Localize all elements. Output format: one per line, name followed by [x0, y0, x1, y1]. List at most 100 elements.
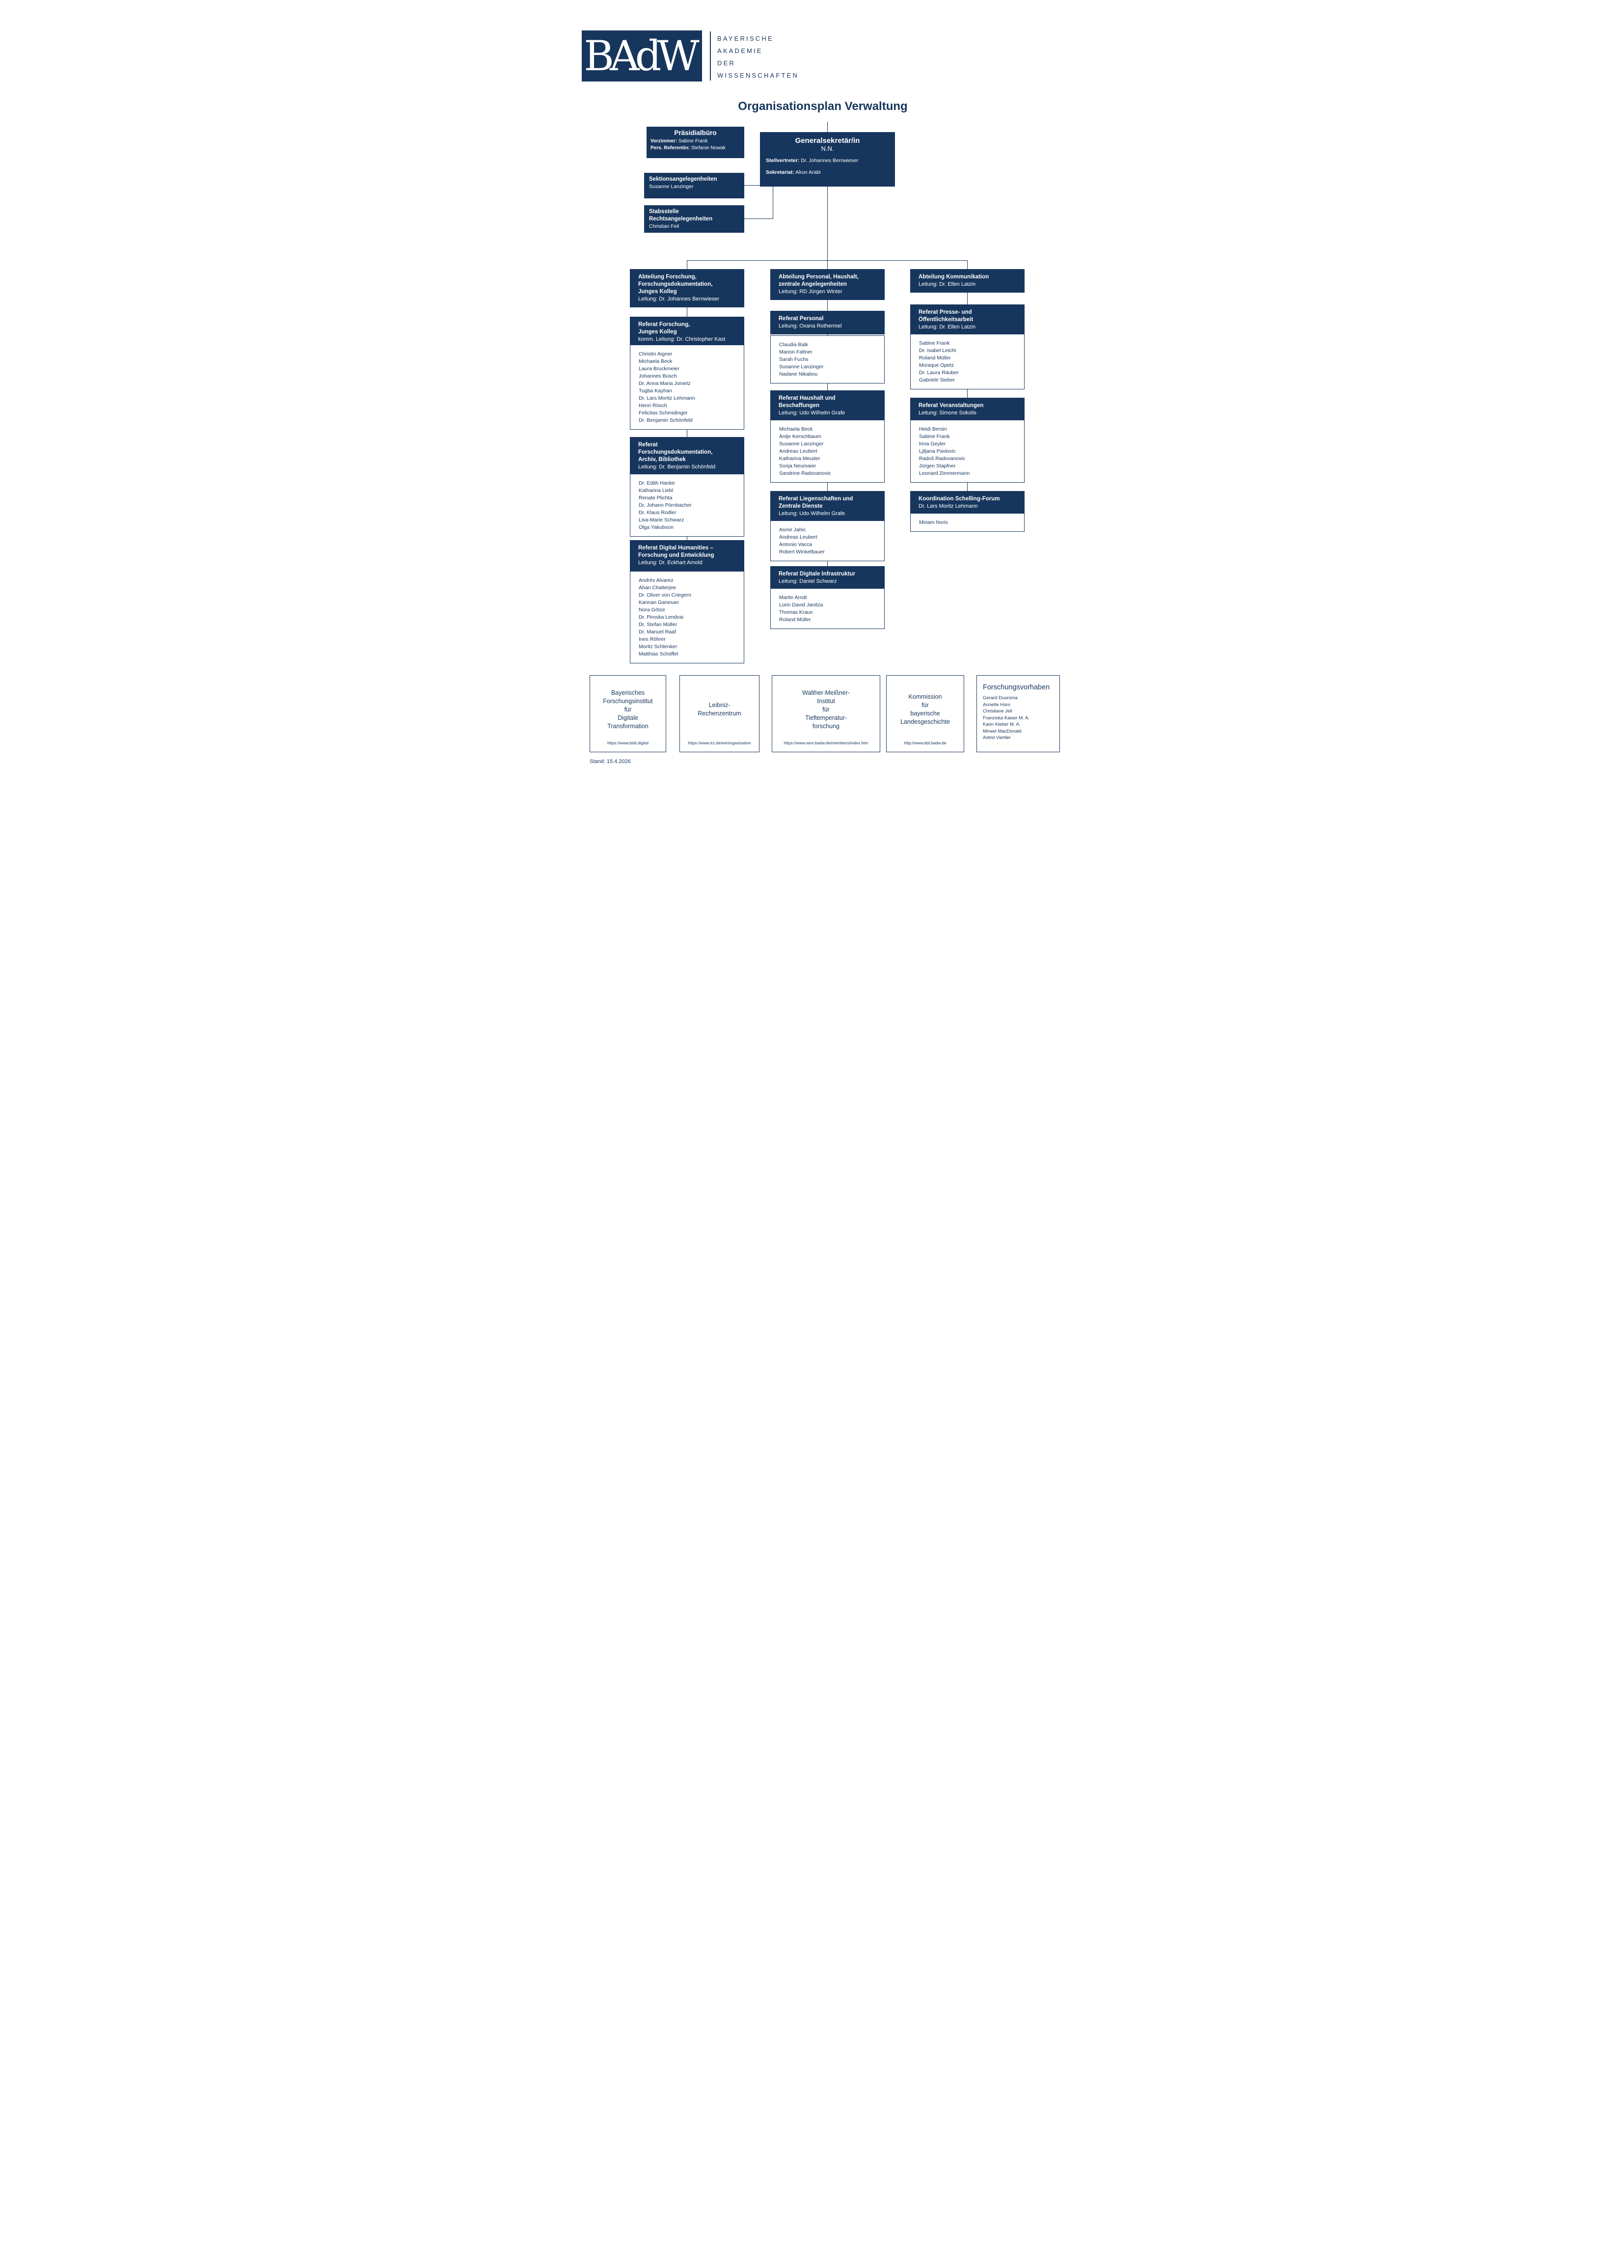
- institute-name-line: Kommission: [908, 693, 942, 700]
- member-name: Nora Götze: [639, 607, 665, 613]
- unit-title-line: Junges Kolleg: [638, 329, 677, 335]
- unit-referat-digital-humanities: Referat Digital Humanities –Forschung un…: [630, 540, 744, 571]
- logo-divider: [710, 31, 711, 81]
- member-name: Nadane Nikabou: [779, 371, 818, 377]
- member-name: Martin Arndt: [779, 595, 807, 601]
- member-name: Christiane Jell: [983, 709, 1012, 714]
- generalsekretaer-row: Sekretariat: Alrun Arabi: [766, 169, 889, 176]
- sektion-person: Susanne Lanzinger: [649, 184, 694, 190]
- member-name: Andreas Leubert: [779, 448, 817, 454]
- org-name-line: AKADEMIE: [717, 47, 763, 55]
- member-name: Annette Horn: [983, 702, 1010, 708]
- dept-title-line: Abteilung Forschung,: [638, 274, 697, 280]
- member-name: Claudia Balk: [779, 342, 808, 348]
- member-name: Laura Bruckmeier: [639, 366, 679, 372]
- box-generalsekretaer: Generalsekretär/in N.N. Stellvertreter: …: [760, 132, 895, 187]
- institute-name-line: Leibniz-: [708, 702, 731, 709]
- institute-url: https://www.lrz.de/wir/organisation: [688, 740, 751, 745]
- member-name: Renate Plichta: [639, 495, 673, 501]
- member-name: Roland Müller: [779, 617, 811, 623]
- unit-referat-personal: Referat Personal Leitung: Oxana Rotherme…: [770, 311, 885, 334]
- member-name: Johannes Busch: [639, 373, 677, 379]
- member-name: Dr. Benjamin Schönfeld: [639, 417, 693, 423]
- member-name: Sandrine Radovanovic: [779, 470, 831, 476]
- forschungsvorhaben-heading: Forschungsvorhaben: [983, 683, 1050, 691]
- org-name-line: DER: [717, 59, 736, 67]
- institute-name-line: für: [624, 706, 632, 713]
- unit-leitung: Leitung: Udo Wilhelm Grafe: [779, 410, 845, 416]
- member-name: Ljiljana Pavlovic: [919, 448, 956, 454]
- org-name-line: BAYERISCHE: [717, 35, 774, 42]
- member-name: Sabine Frank: [919, 340, 950, 346]
- dept-leitung: Leitung: Dr. Ellen Latzin: [919, 281, 976, 287]
- unit-title-line: Forschung und Entwicklung: [638, 552, 714, 558]
- generalsekretaer-row: Stellvertreter: Dr. Johannes Bernwieser: [766, 157, 889, 164]
- institute-name-line: Forschungsinstitut: [603, 697, 653, 705]
- member-name: Miriam Noris: [919, 519, 948, 525]
- member-name: Robert Winkelbauer: [779, 549, 825, 555]
- unit-title-line: Referat Liegenschaften und: [779, 496, 853, 502]
- member-name: Antonio Vacca: [779, 542, 812, 547]
- dept-title-line: Abteilung Kommunikation: [919, 274, 989, 280]
- box-praesidialbuero: Präsidialbüro Vorzimmer: Sabine Frank Pe…: [647, 127, 744, 158]
- member-name: Katharina Liebl: [639, 488, 674, 493]
- member-name: Sarah Fuchs: [779, 356, 809, 362]
- member-name: Ahan Chatterjee: [639, 585, 676, 591]
- dept-title-line: zentrale Angelegenheiten: [779, 281, 847, 287]
- dept-title: Abteilung Personal, Haushalt,zentrale An…: [779, 273, 879, 288]
- institute-name-line: Bayerisches: [611, 689, 645, 696]
- row-value: Alrun Arabi: [795, 169, 821, 175]
- unit-referat-veranstaltungen: Referat Veranstaltungen Leitung: Simone …: [910, 398, 1025, 421]
- institute-name-line: Digitale: [618, 714, 638, 721]
- box-title-line: Rechtsangelegenheiten: [649, 216, 713, 222]
- member-name: Heidi Bersin: [919, 426, 947, 432]
- member-name: Felicitas Schmidinger: [639, 410, 688, 416]
- institute-name-line: für: [822, 706, 830, 713]
- member-name: Dr. Manuel Raaf: [639, 629, 676, 635]
- member-name: Ines Röhrer: [639, 636, 666, 642]
- unit-title-line: Forschungsdokumentation,: [638, 449, 713, 455]
- unit-title-line: Archiv, Bibliothek: [638, 457, 686, 463]
- dept-title: Abteilung Forschung,Forschungsdokumentat…: [638, 273, 738, 296]
- unit-referat-digitale-infrastruktur: Referat Digitale Infrastruktur Leitung: …: [770, 566, 885, 590]
- badw-logo-acronym: BAdW: [584, 32, 699, 80]
- unit-title: Referat Personal: [779, 315, 879, 323]
- institute-name: Leibniz-Rechenzentrum: [680, 676, 759, 740]
- institute-url: https://www.bidt.digital: [607, 740, 649, 745]
- institute-name-line: Rechenzentrum: [698, 710, 741, 717]
- box-sektionsangelegenheiten: Sektionsangelegenheiten Susanne Lanzinge…: [644, 173, 744, 198]
- unit-title: Referat Veranstaltungen: [919, 402, 1019, 410]
- badw-logo: BAdW: [582, 30, 702, 82]
- member-name: Franziska Kaiser M. A.: [983, 715, 1030, 721]
- member-name: Dr. Klaus Rodler: [639, 510, 677, 516]
- member-name: Dr. Isabel Leicht: [919, 348, 956, 354]
- row-label: Pers. Referentin:: [650, 145, 690, 151]
- unit-leitung: Dr. Lars Moritz Lehmann: [919, 503, 978, 509]
- generalsekretaer-nn: N.N.: [821, 145, 834, 152]
- institute-name-line: für: [921, 702, 929, 709]
- institute-name-line: forschung: [812, 722, 839, 730]
- member-name: Michaela Beck: [779, 426, 813, 432]
- unit-koordination-schelling-forum: Koordination Schelling-Forum Dr. Lars Mo…: [910, 491, 1025, 515]
- member-name: Sabine Frank: [919, 434, 950, 439]
- praesidialbuero-row: Pers. Referentin: Stefanie Nowak: [650, 145, 740, 152]
- dept-leitung: Leitung: RD Jürgen Winter: [779, 289, 842, 295]
- dept-header-personal-haushalt: Abteilung Personal, Haushalt,zentrale An…: [770, 269, 885, 300]
- unit-title-line: Referat Presse- und: [919, 309, 972, 315]
- row-value: Dr. Johannes Bernwieser: [801, 158, 859, 164]
- row-label: Sekretariat:: [766, 169, 794, 175]
- member-name: Radoš Radovanovic: [919, 456, 965, 462]
- member-name: Olga Yakubson: [639, 524, 674, 530]
- member-name: Moritz Schlenker: [639, 644, 677, 650]
- member-name: Mirwet MacDonald: [983, 728, 1022, 734]
